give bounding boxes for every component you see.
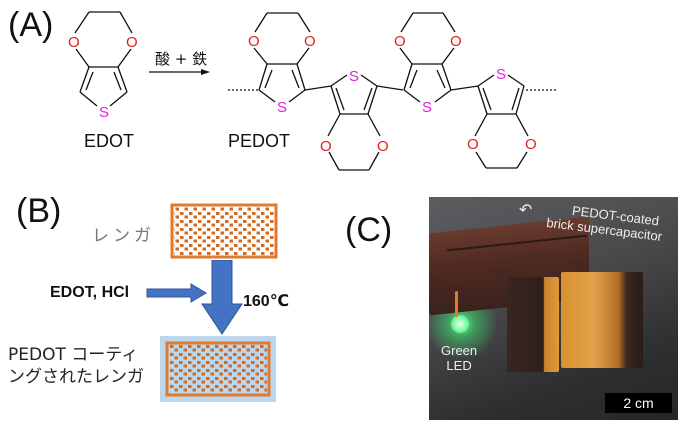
temperature-label: 160℃ bbox=[243, 291, 289, 311]
pedot-label: PEDOT bbox=[228, 131, 291, 151]
coated-brick-label-line2: ングされたレンガ bbox=[8, 367, 144, 387]
oxygen-atom: O bbox=[304, 33, 316, 50]
reagents-edot-hcl: EDOT, HCl bbox=[50, 284, 130, 301]
oxygen-atom: O bbox=[394, 33, 406, 50]
oxygen-atom: O bbox=[450, 33, 462, 50]
oxygen-atom: O bbox=[320, 138, 332, 155]
led-label-line2: LED bbox=[446, 358, 472, 373]
coated-brick-illustration bbox=[160, 336, 276, 402]
sulfur-atom: S bbox=[277, 99, 287, 116]
oxygen-atom: O bbox=[467, 136, 479, 153]
panel-b-label: (B) bbox=[16, 192, 62, 230]
brick-label: レンガ bbox=[92, 226, 155, 246]
led-wire bbox=[455, 291, 458, 317]
coated-brick-label-line1: PEDOT コーティ bbox=[8, 345, 139, 365]
oxygen-atom: O bbox=[525, 136, 537, 153]
pedot-structure: O O S S O O O O S S O O bbox=[228, 12, 556, 171]
oxygen-atom: O bbox=[68, 34, 80, 51]
sulfur-atom: S bbox=[99, 104, 109, 121]
oxygen-atom: O bbox=[126, 34, 138, 51]
panel-a-label: (A) bbox=[8, 6, 54, 44]
sulfur-atom: S bbox=[422, 99, 432, 116]
brick-illustration bbox=[170, 203, 278, 259]
green-led bbox=[451, 315, 469, 333]
temperature-value: 160℃ bbox=[243, 293, 290, 310]
edot-structure: O O S bbox=[68, 11, 138, 121]
scale-bar: 2 cm bbox=[605, 393, 672, 413]
oxygen-atom: O bbox=[248, 33, 260, 50]
sulfur-atom: S bbox=[349, 68, 359, 85]
brick-supercapacitor-photo: PEDOT-coated brick supercapacitor ↶ Gree… bbox=[429, 197, 678, 420]
coated-brick-label: PEDOT コーティ ングされたレンガ bbox=[8, 344, 144, 388]
cut-block-left bbox=[507, 277, 559, 372]
led-label: Green LED bbox=[441, 343, 477, 373]
reaction-arrow bbox=[149, 69, 210, 75]
reaction-scheme: O O S bbox=[68, 11, 556, 171]
sulfur-atom: S bbox=[496, 66, 506, 83]
curved-arrow-icon: ↶ bbox=[519, 202, 533, 219]
cut-block-right bbox=[561, 272, 643, 368]
panel-c-label: (C) bbox=[345, 211, 393, 249]
reagent-arrow bbox=[146, 283, 207, 303]
edot-label: EDOT bbox=[84, 131, 135, 151]
process-down-arrow bbox=[201, 260, 243, 335]
oxygen-atom: O bbox=[377, 138, 389, 155]
reagents-label: 酸 + 鉄 bbox=[155, 50, 208, 68]
led-label-line1: Green bbox=[441, 343, 478, 358]
